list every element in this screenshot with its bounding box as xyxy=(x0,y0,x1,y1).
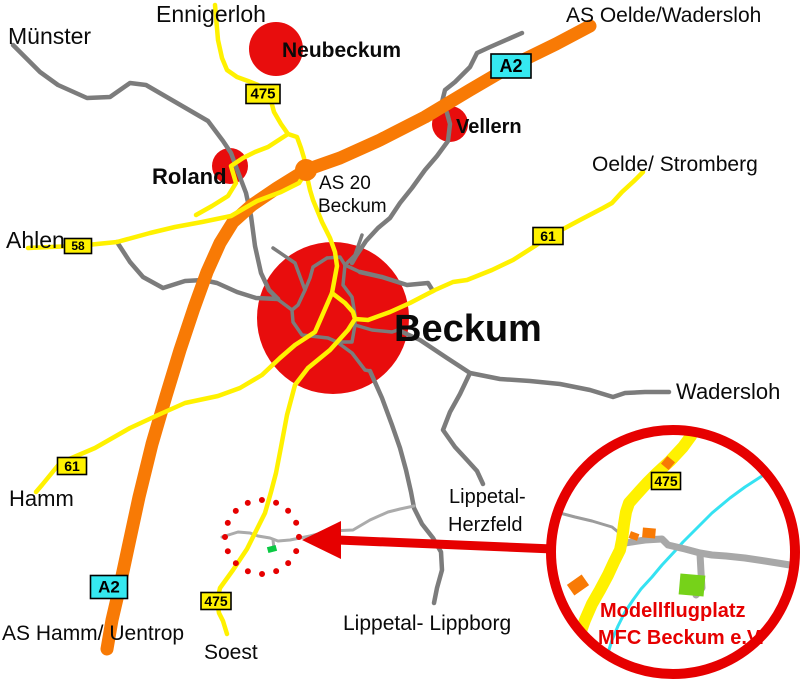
road-herzfeld xyxy=(440,370,486,487)
label-roland: Roland xyxy=(152,164,227,189)
label-mfp-2: MFC Beckum e.V. xyxy=(598,627,764,649)
badge-475-south-shield xyxy=(200,591,232,611)
badge-a2-south-shield xyxy=(89,574,129,600)
label-ennigerloh: Ennigerloh xyxy=(156,1,266,27)
badge-61-east-text: 61 xyxy=(540,228,556,244)
label-as-oelde: AS Oelde/Wadersloh xyxy=(566,4,761,27)
detail-stream xyxy=(606,474,764,655)
street-bottom xyxy=(335,340,372,373)
zoom-arrow-shaft xyxy=(337,535,554,554)
label-lippetal-2: Herzfeld xyxy=(448,514,522,536)
airfield-large xyxy=(678,573,706,597)
road-vellern xyxy=(349,30,525,266)
street-right xyxy=(353,323,400,334)
badge-61-east: 61 xyxy=(532,226,564,246)
badge-a2-north-shield xyxy=(490,53,532,79)
label-as20: AS 20 xyxy=(319,173,371,194)
badge-a2-north: A2 xyxy=(490,53,532,79)
town-beckum xyxy=(257,242,409,394)
label-muenster: Münster xyxy=(8,23,91,49)
badge-475-detail-text: 475 xyxy=(654,473,678,489)
building-1 xyxy=(660,455,676,471)
label-neubeckum: Neubeckum xyxy=(282,39,401,62)
street-ne xyxy=(343,263,362,274)
badge-a2-north-text: A2 xyxy=(499,56,522,76)
badge-475-detail: 475 xyxy=(650,471,682,491)
label-vellern: Vellern xyxy=(456,116,522,138)
motorway-a2 xyxy=(100,19,597,656)
road-muenster xyxy=(10,42,281,302)
label-lippborg: Lippetal- Lippborg xyxy=(343,612,511,635)
town-neubeckum xyxy=(249,22,303,76)
badge-61-southwest: 61 xyxy=(56,456,88,476)
road-ne-stub xyxy=(357,269,436,294)
badge-58-shield xyxy=(63,237,93,255)
label-lippetal-1: Lippetal- xyxy=(449,486,526,508)
road-wadersloh xyxy=(395,327,672,400)
zoom-arrow-head xyxy=(302,521,341,559)
building-4 xyxy=(566,574,590,596)
label-mfp-1: Modellflugplatz xyxy=(600,600,746,622)
building-3 xyxy=(642,527,656,539)
label-oelde-stromberg: Oelde/ Stromberg xyxy=(592,153,758,176)
label-as20-beckum: Beckum xyxy=(318,196,387,217)
badge-58-text: 58 xyxy=(71,239,85,253)
badge-475-south-text: 475 xyxy=(204,593,228,609)
street-left xyxy=(274,296,294,312)
badge-475-detail-shield xyxy=(650,471,682,491)
label-wadersloh: Wadersloh xyxy=(676,379,780,404)
badge-475-north-text: 475 xyxy=(250,86,275,103)
badge-61-east-shield xyxy=(532,226,564,246)
street-topleft xyxy=(271,246,307,292)
road-west-spur xyxy=(114,239,281,302)
badge-a2-south-text: A2 xyxy=(98,578,120,597)
badge-61-southwest-shield xyxy=(56,456,88,476)
junction-as20 xyxy=(295,159,317,181)
label-hamm: Hamm xyxy=(9,486,74,511)
road-ennigerloh xyxy=(212,2,291,137)
road-lippborg xyxy=(367,368,445,606)
label-as-hamm: AS Hamm/ Uentrop xyxy=(2,622,184,645)
site-marker-circle xyxy=(222,497,302,577)
road-61-east xyxy=(352,169,646,323)
label-beckum: Beckum xyxy=(394,308,542,350)
badge-475-south: 475 xyxy=(200,591,232,611)
badge-61-southwest-text: 61 xyxy=(64,458,80,474)
building-2 xyxy=(628,531,640,541)
label-soest: Soest xyxy=(204,641,258,664)
street-top xyxy=(343,233,364,267)
road-475-south xyxy=(214,169,358,637)
badge-58: 58 xyxy=(63,237,93,255)
badge-475-north-shield xyxy=(245,83,281,105)
label-ahlen: Ahlen xyxy=(6,227,65,253)
badge-475-north: 475 xyxy=(245,83,281,105)
airfield-small xyxy=(266,544,278,554)
road-roland-spur xyxy=(193,131,291,218)
badge-a2-south: A2 xyxy=(89,574,129,600)
